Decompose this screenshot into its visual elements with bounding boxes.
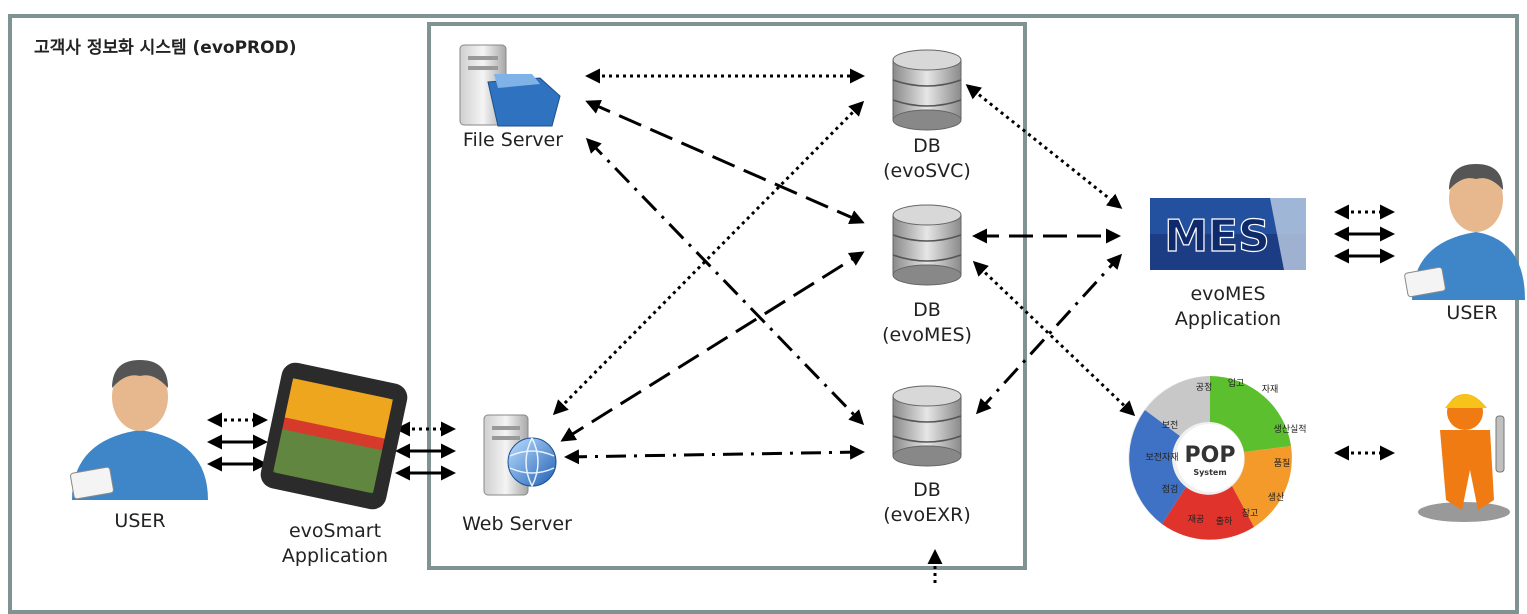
conn-file-dbmes xyxy=(585,99,865,225)
user-right-label: USER xyxy=(1446,302,1498,324)
pop-seg-6: 자재 xyxy=(1262,384,1279,395)
pop-center-label: POP xyxy=(1185,443,1236,468)
db-evoexr-icon xyxy=(892,385,962,467)
smartphone-icon xyxy=(260,362,408,510)
user-left-label: USER xyxy=(114,510,166,532)
pop-seg-10: 생산실적 xyxy=(1273,423,1306,435)
web-server-label: Web Server xyxy=(462,513,572,535)
mes-app-line1: evoMES xyxy=(1190,283,1266,305)
conn-dbexr-mes xyxy=(975,253,1123,415)
mes-logo-text: MES xyxy=(1164,211,1270,262)
pop-center-sub: System xyxy=(1193,468,1226,477)
smart-app-label: evoSmart Application xyxy=(265,519,405,569)
pop-seg-7: 입고 xyxy=(1228,377,1245,389)
db-evosvc-icon xyxy=(892,49,962,131)
file-server-label: File Server xyxy=(462,129,564,151)
pop-seg-4: 출하 xyxy=(1216,516,1233,527)
pop-seg-3: 재공 xyxy=(1188,514,1205,525)
db-evomes-icon xyxy=(892,204,962,286)
db-evoexr-line2: (evoEXR) xyxy=(883,504,971,526)
conn-web-dbexr xyxy=(564,444,865,465)
mes-app-label: evoMES Application xyxy=(1163,282,1293,332)
pop-seg-8: 생산 xyxy=(1268,492,1285,503)
conn-web-dbmes xyxy=(560,251,865,442)
pop-seg-0: 보전 xyxy=(1162,420,1179,431)
pop-seg-2: 점검 xyxy=(1162,483,1179,495)
pop-system-icon: POP System 보전 보전자재 점검 재공 출하 창고 자재 입고 생산 … xyxy=(1128,376,1307,540)
db-evoexr-label: DB (evoEXR) xyxy=(867,478,987,528)
conn-dbmes-pop xyxy=(972,260,1136,417)
mes-logo-icon: MES xyxy=(1150,198,1306,270)
conn-web-dbsvc xyxy=(552,100,865,416)
db-evosvc-line1: DB xyxy=(913,135,941,157)
db-evomes-label: DB (evoMES) xyxy=(867,298,987,348)
user-left-icon xyxy=(70,360,208,500)
mes-app-line2: Application xyxy=(1174,308,1282,330)
smart-app-line1: evoSmart xyxy=(288,520,382,542)
db-evosvc-line2: (evoSVC) xyxy=(883,160,971,182)
pop-seg-11: 공정 xyxy=(1196,382,1213,393)
db-evomes-line2: (evoMES) xyxy=(882,324,972,346)
connection-layer: MES POP System 보전 보전자재 점검 재공 출하 창고 자재 입고… xyxy=(70,44,1525,585)
conn-dbsvc-mes xyxy=(965,84,1123,209)
db-evomes-line1: DB xyxy=(913,299,941,321)
smart-app-line2: Application xyxy=(281,545,389,567)
web-server-icon xyxy=(483,414,557,496)
page-title: 고객사 정보화 시스템 (evoPROD) xyxy=(34,38,297,58)
user-right-icon xyxy=(1404,164,1525,300)
pop-seg-1: 보전자재 xyxy=(1145,452,1178,463)
db-evosvc-label: DB (evoSVC) xyxy=(867,134,987,184)
db-evoexr-line1: DB xyxy=(913,479,941,501)
conn-file-dbexr xyxy=(585,137,865,426)
worker-icon xyxy=(1418,394,1510,522)
pop-seg-5: 창고 xyxy=(1242,508,1259,519)
file-server-icon xyxy=(459,44,561,127)
pop-seg-9: 품질 xyxy=(1274,457,1291,469)
